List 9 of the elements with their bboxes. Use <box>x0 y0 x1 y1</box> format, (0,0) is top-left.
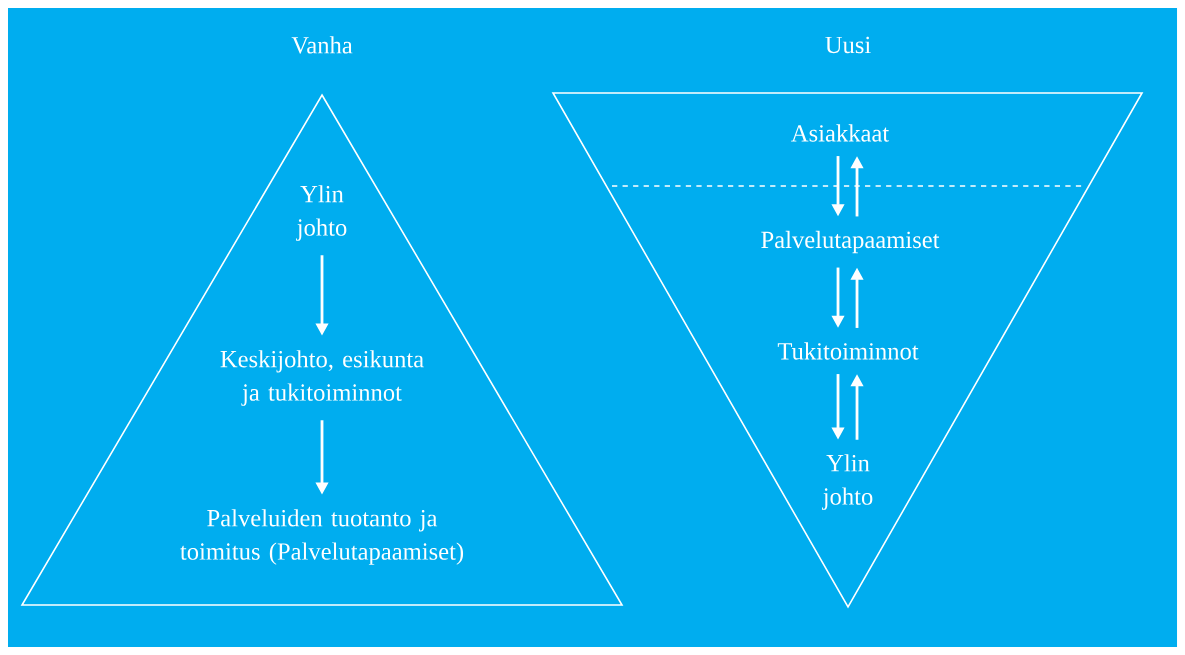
level-label: Ylin johto <box>822 454 873 510</box>
level-label: Palvelutapaamiset <box>761 230 940 254</box>
node-label: Uusi <box>825 36 871 54</box>
level-label: Asiakkaat <box>791 124 890 142</box>
node-label: Vanha <box>291 36 353 54</box>
level-label: Tukitoiminnot <box>777 342 919 360</box>
level-label: Keskijohto, esikunta ja tukitoiminnot <box>220 350 424 406</box>
level-label: Palveluiden tuotanto ja toimitus (Palvelutapaamiset) <box>180 509 464 565</box>
level-label: Ylin johto <box>296 185 347 241</box>
